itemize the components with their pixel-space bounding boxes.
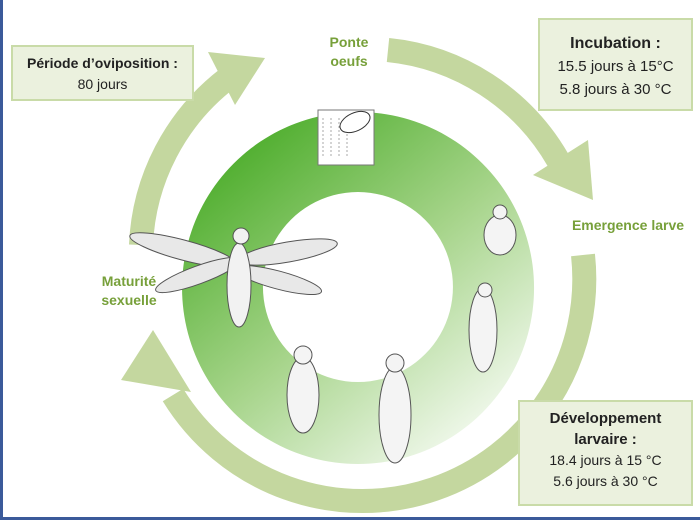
stage-emergence-label: Emergence larve <box>571 217 685 233</box>
incubation-line: 5.8 jours à 30 °C <box>559 81 672 98</box>
stage-maturite-label: Maturité sexuelle <box>101 273 157 308</box>
arrow-maturite-to-ponte <box>129 68 236 246</box>
incubation-box: Incubation : 15.5 jours à 15°C 5.8 jours… <box>538 18 693 111</box>
development-line: 18.4 jours à 15 °C <box>549 452 662 468</box>
arrow-ponte-to-emergence <box>386 38 569 167</box>
cycle-ring <box>182 112 535 465</box>
oviposition-title: Période d’oviposition : <box>27 55 178 71</box>
arrowhead-2 <box>533 140 593 200</box>
incubation-title: Incubation : <box>570 35 661 52</box>
larva-icon <box>286 204 517 464</box>
cycle-arrows <box>129 38 597 513</box>
oviposition-box: Période d’oviposition : 80 jours <box>11 45 194 101</box>
arrowhead-3 <box>121 330 191 392</box>
development-title: Développement larvaire : <box>549 410 662 448</box>
egg-icon <box>317 109 375 166</box>
development-box: Développement larvaire : 18.4 jours à 15… <box>518 400 693 506</box>
stage-ponte-label: Ponte oeufs <box>329 34 369 69</box>
arrow-emergence-to-maturite <box>162 253 597 513</box>
development-line: 5.6 jours à 30 °C <box>553 473 658 489</box>
cycle-graphic <box>121 38 597 513</box>
arrowhead-1 <box>208 52 265 105</box>
oviposition-line: 80 jours <box>77 76 128 92</box>
adult-insect-icon <box>129 227 338 328</box>
incubation-line: 15.5 jours à 15°C <box>557 58 674 75</box>
